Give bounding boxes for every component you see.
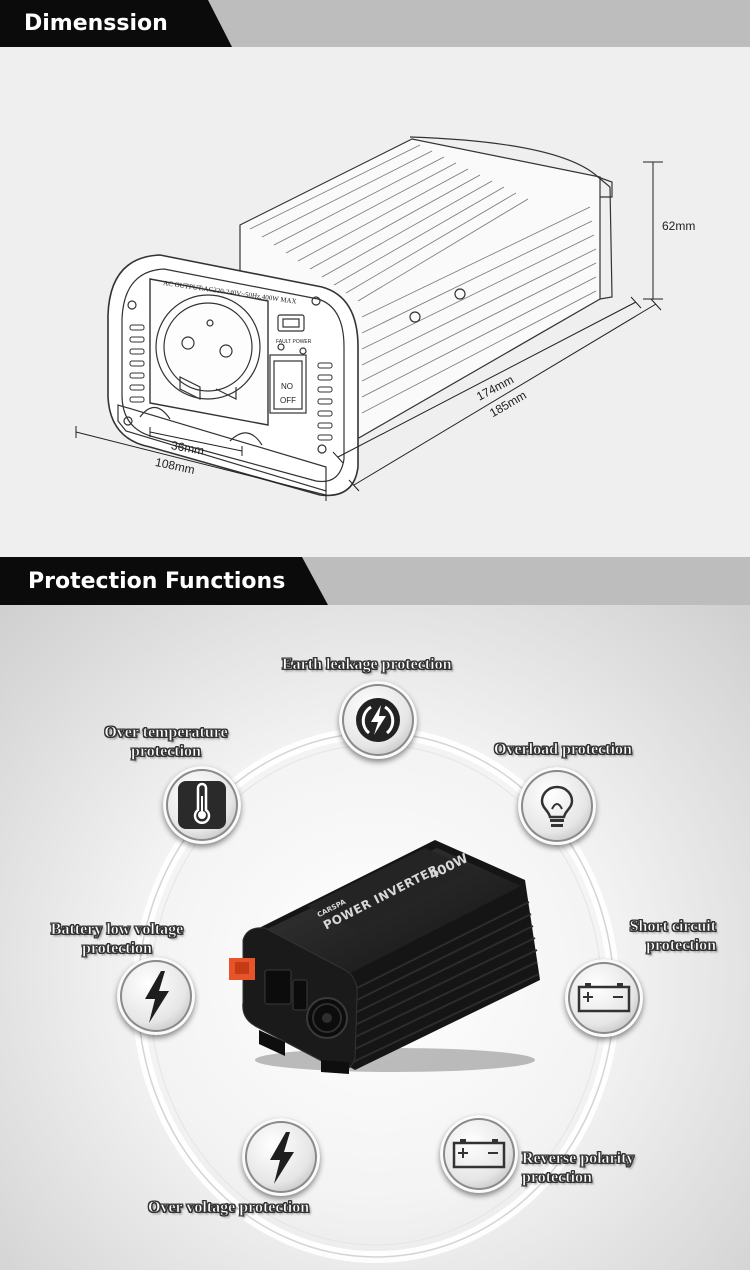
battery-icon	[565, 959, 643, 1037]
lightning-icon	[242, 1118, 320, 1196]
overload-label: Overload protection	[494, 741, 633, 759]
height-dimension: 62mm	[662, 219, 696, 233]
light-bulb-icon	[518, 767, 596, 845]
fault-power-label: FAULT POWER	[276, 339, 312, 345]
lightning-icon	[117, 957, 195, 1035]
switch-on-label: NO	[281, 382, 293, 391]
over-voltage-label: Over voltage protection	[148, 1199, 310, 1217]
earth-leakage-icon	[339, 681, 417, 759]
dimension-section-header: Dimenssion	[0, 0, 750, 47]
dimension-title: Dimenssion	[0, 0, 232, 47]
power-inverter-image: CARSPA POWER INVERTER 400W	[225, 830, 550, 1075]
protection-title: Protection Functions	[0, 557, 328, 605]
dimension-panel: AC OUTPUT:AC220-240V~50Hz,400W MAX FAULT…	[0, 47, 750, 557]
thermometer-icon	[163, 766, 241, 844]
battery-icon	[440, 1115, 518, 1193]
protection-panel: Earth leakage protection Over temperatur…	[0, 605, 750, 1270]
inverter-line-drawing: AC OUTPUT:AC220-240V~50Hz,400W MAX FAULT…	[75, 136, 663, 501]
switch-off-label: OFF	[280, 396, 296, 405]
earth-leakage-label: Earth leakage protection	[282, 656, 452, 674]
protection-section-header: Protection Functions	[0, 557, 750, 605]
